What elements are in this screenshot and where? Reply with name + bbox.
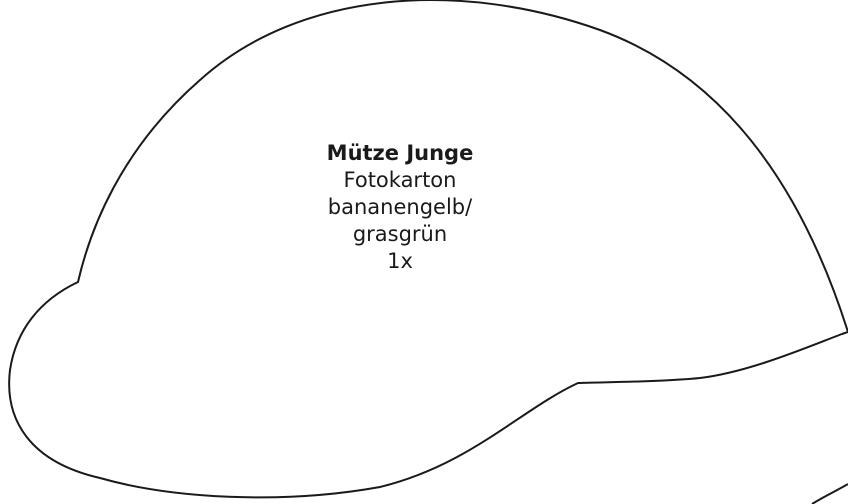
brim-corner-path (811, 483, 848, 504)
cutout-label: Mütze Junge Fotokarton bananengelb/ gras… (250, 140, 550, 275)
template-title: Mütze Junge (326, 141, 474, 165)
quantity-text: 1x (387, 249, 413, 273)
color-text-1: bananengelb/ (327, 195, 473, 219)
color-text-2: grasgrün (352, 222, 448, 246)
cap-shape-path (8, 0, 848, 499)
material-text: Fotokarton (343, 168, 457, 192)
